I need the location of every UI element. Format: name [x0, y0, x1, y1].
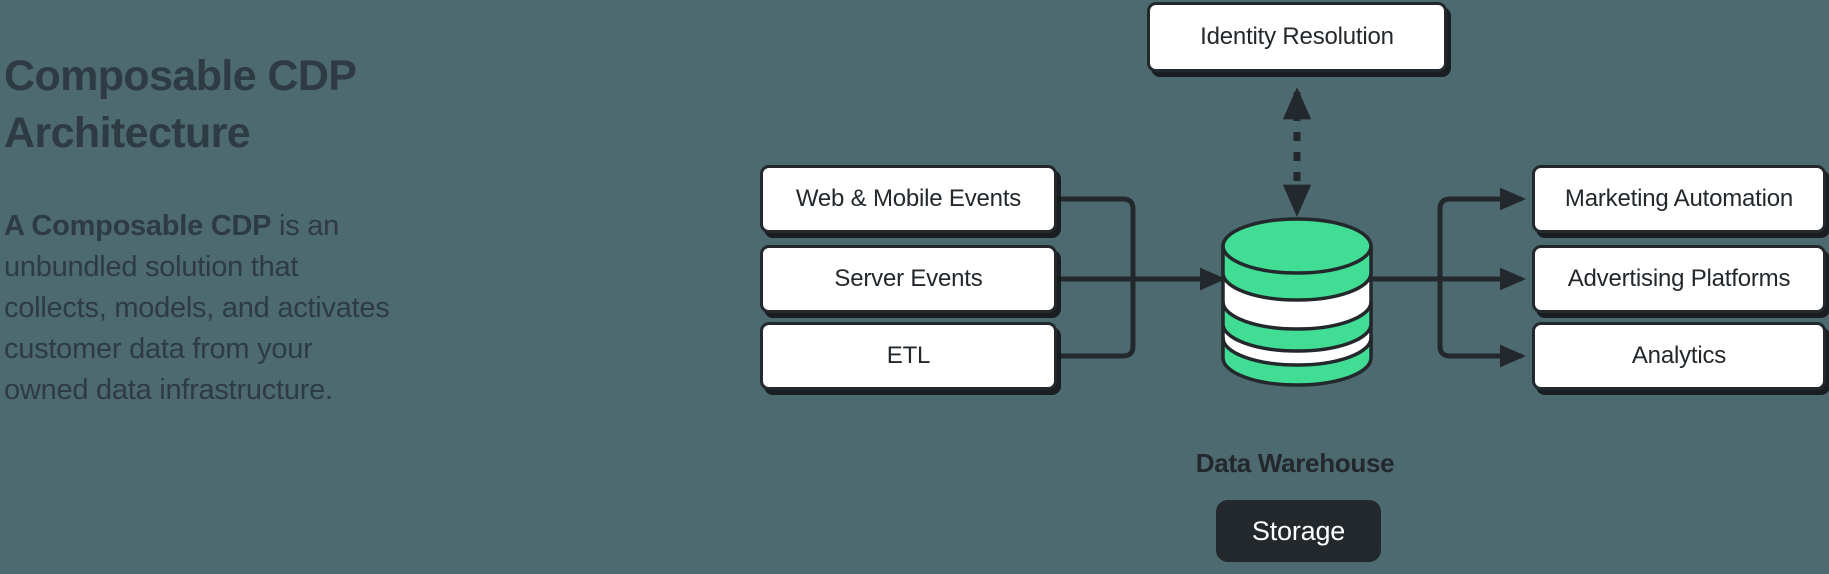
node-label: Server Events — [834, 265, 983, 292]
node-label: ETL — [886, 342, 931, 369]
intro-rest: is an unbundled solution that collects, … — [4, 209, 390, 407]
edge-sources-to-warehouse — [1057, 196, 1226, 359]
intro-column: Composable CDP Architecture A Composable… — [4, 48, 434, 411]
node-analytics[interactable]: Analytics — [1532, 322, 1826, 390]
node-label: Marketing Automation — [1564, 185, 1794, 212]
intro-paragraph: A Composable CDP is an unbundled solutio… — [4, 206, 404, 412]
storage-badge-label: Storage — [1251, 515, 1346, 546]
node-label: Web & Mobile Events — [795, 185, 1022, 212]
node-marketing-automation[interactable]: Marketing Automation — [1532, 165, 1826, 233]
node-advertising-platforms[interactable]: Advertising Platforms — [1532, 245, 1826, 313]
node-label: Advertising Platforms — [1567, 265, 1791, 292]
intro-lead: A Composable CDP — [4, 209, 272, 242]
node-label: Analytics — [1631, 342, 1727, 369]
node-label: Identity Resolution — [1200, 23, 1394, 50]
node-web-mobile-events[interactable]: Web & Mobile Events — [760, 165, 1057, 233]
data-warehouse-caption: Data Warehouse — [1195, 448, 1395, 478]
database-cylinder-icon — [1221, 217, 1373, 387]
node-server-events[interactable]: Server Events — [760, 245, 1057, 313]
node-identity-resolution[interactable]: Identity Resolution — [1147, 2, 1447, 72]
page-title: Composable CDP Architecture — [4, 52, 356, 157]
edge-warehouse-to-destinations — [1370, 187, 1526, 368]
node-etl[interactable]: ETL — [760, 322, 1057, 390]
storage-badge[interactable]: Storage — [1216, 500, 1381, 562]
